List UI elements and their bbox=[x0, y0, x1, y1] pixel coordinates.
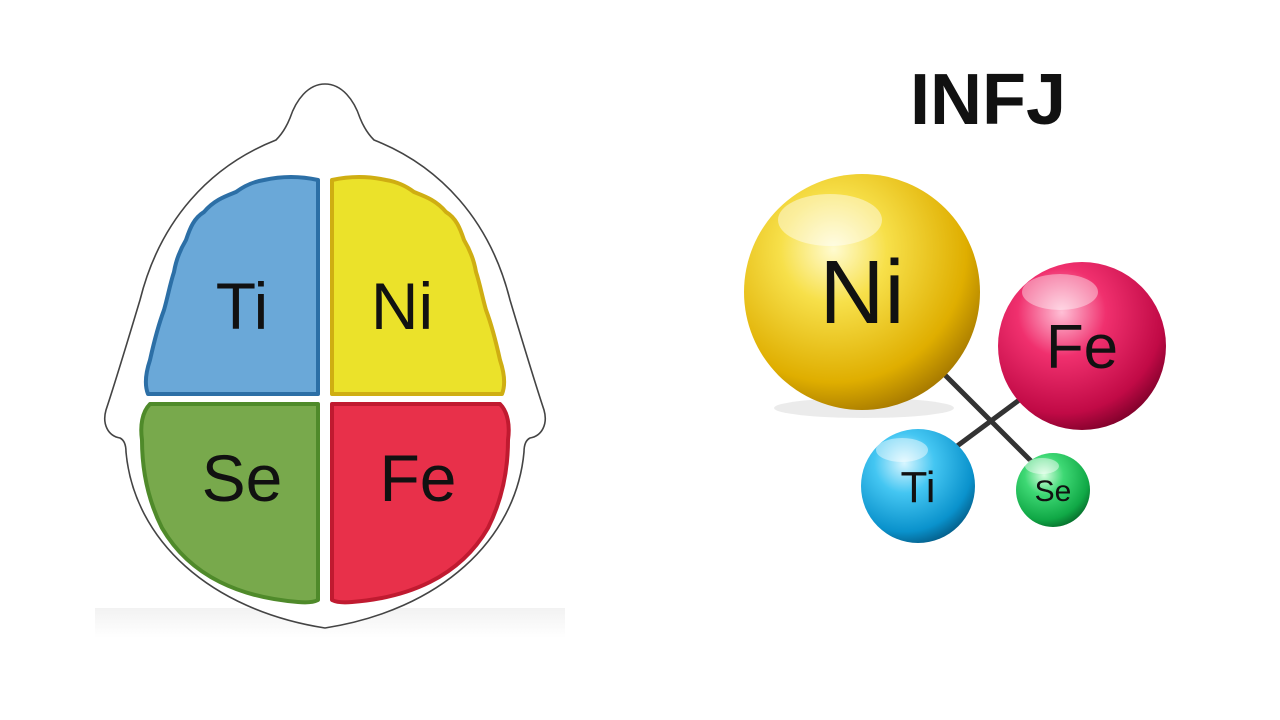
brain-quadrant-top-left bbox=[143, 175, 320, 396]
type-title: INFJ bbox=[910, 60, 1066, 140]
connector-rods bbox=[927, 357, 1043, 473]
sphere-se: Se bbox=[1016, 453, 1090, 527]
quadrant-label-se: Se bbox=[202, 441, 283, 515]
sphere-se-highlight bbox=[1025, 458, 1059, 474]
sphere-ti-ball bbox=[861, 429, 975, 543]
brain-quadrant-bottom-left bbox=[139, 402, 320, 605]
rod-fe-ti bbox=[942, 389, 1033, 458]
sphere-label-fe: Fe bbox=[1046, 313, 1118, 382]
rod-ni-se bbox=[927, 357, 1043, 473]
sphere-fe-ball bbox=[998, 262, 1166, 430]
sphere-label-ti: Ti bbox=[900, 463, 935, 512]
sphere-ni-highlight bbox=[778, 194, 882, 246]
sphere-ni-ball bbox=[744, 174, 980, 410]
sphere-se-ball bbox=[1016, 453, 1090, 527]
sphere-ti-highlight bbox=[876, 438, 928, 462]
sphere-fe: Fe bbox=[998, 262, 1166, 430]
sphere-ti: Ti bbox=[861, 429, 975, 543]
sphere-fe-highlight bbox=[1022, 274, 1098, 310]
sphere-label-ni: Ni bbox=[820, 243, 905, 343]
quadrant-label-ti: Ti bbox=[216, 269, 269, 343]
brain-quadrant-top-right bbox=[330, 175, 507, 396]
sphere-ni: Ni bbox=[744, 174, 980, 418]
function-model: INFJ Ni Fe Ti Se bbox=[744, 60, 1166, 543]
brain-quadrant-bottom-right bbox=[330, 402, 511, 605]
quadrant-label-ni: Ni bbox=[371, 269, 433, 343]
brain-diagram: Ti Ni Se Fe bbox=[95, 83, 565, 638]
sphere-label-se: Se bbox=[1035, 475, 1072, 508]
quadrant-label-fe: Fe bbox=[379, 441, 456, 515]
